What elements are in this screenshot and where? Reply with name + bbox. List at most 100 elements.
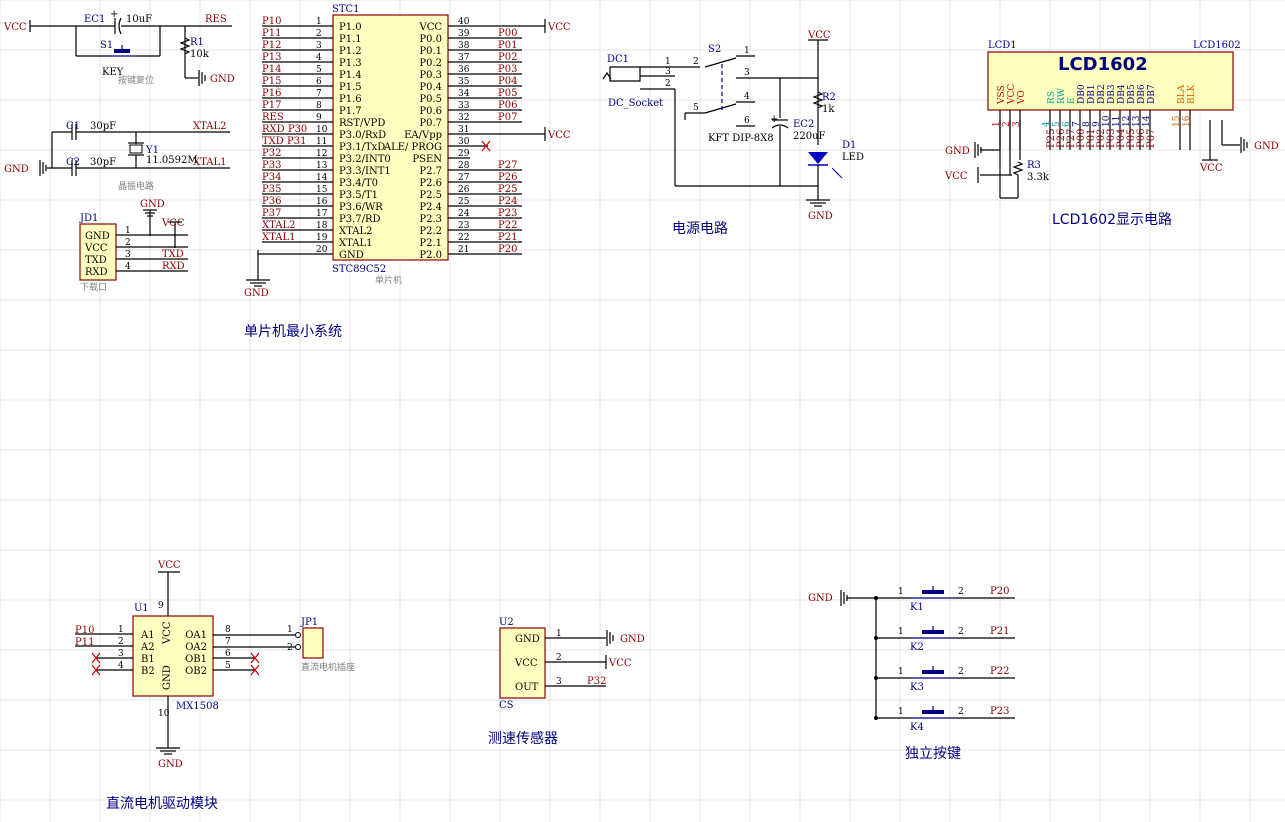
mcu-right-pin-name: VCC — [418, 22, 442, 33]
u2-pin-number: 3 — [556, 677, 562, 687]
mcu-right-net-label: P21 — [498, 232, 517, 243]
mcu-right-pin-number: 29 — [458, 149, 470, 159]
sensor-section-title: 测速传感器 — [488, 730, 558, 747]
lcd-model: LCD1602 — [1058, 54, 1148, 75]
s2-part: KFT DIP-8X8 — [708, 133, 774, 144]
mcu-left-pin-name: P1.4 — [339, 70, 362, 81]
mcu-right-pin-number: 22 — [458, 233, 469, 243]
power-vcc-label: VCC — [807, 30, 831, 41]
mcu-left-pin-name: P1.0 — [339, 22, 362, 33]
motor-gnd-pin: 10 — [158, 709, 170, 719]
y1-ref: Y1 — [145, 145, 159, 156]
mcu-left-pin-number: 13 — [316, 161, 328, 171]
u1-right-pin-number: 5 — [225, 661, 231, 671]
u1-gnd-pinname: GND — [162, 665, 173, 690]
mcu-right-vcc-label: VCC — [547, 130, 571, 141]
no-connect-mark — [250, 664, 260, 676]
mcu-right-pin-number: 38 — [458, 41, 470, 51]
mcu-right-pin-name: P0.7 — [419, 118, 442, 129]
mcu-right-net-label: P24 — [498, 196, 517, 207]
mcu-left-pin-name: P3.0/RxD — [339, 130, 386, 141]
svg-text:+: + — [770, 114, 778, 125]
mcu-left-pin-name: RST/VPD — [339, 118, 385, 129]
d1-ref: D1 — [842, 140, 856, 151]
lcd-net-label: P06 — [1136, 129, 1147, 148]
lcd-pin-number: 1 — [992, 121, 1002, 127]
lcd-net-label: P02 — [1096, 129, 1107, 148]
power-circuit: DC1 1 3 2 DC_Socket S2 2 1 3 4 5 6 KFT D… — [602, 30, 864, 237]
key-button-symbol[interactable] — [922, 710, 944, 714]
lcd-pin-number: 6 — [1062, 121, 1072, 127]
mcu-left-net-label: XTAL2 — [262, 220, 295, 231]
mcu-left-pin-number: 11 — [316, 137, 327, 147]
mcu-left-pin-number: 8 — [316, 101, 322, 111]
mcu-left-pin-name: P1.3 — [339, 58, 362, 69]
lcd-pin-name: DB3 — [1107, 84, 1117, 104]
key-button-symbol[interactable] — [922, 670, 944, 674]
u1-right-pin-name: OA2 — [185, 642, 207, 653]
mcu-left-net-label: TXD P31 — [262, 136, 306, 147]
mcu-left-net-label: P17 — [262, 100, 281, 111]
no-connect-mark — [250, 652, 260, 664]
lcd-net-label: P07 — [1146, 129, 1157, 148]
r1-ref: R1 — [190, 37, 204, 48]
lcd-pin-name: DB7 — [1147, 84, 1157, 104]
xtal2-net-label: XTAL2 — [193, 121, 226, 132]
key-button-symbol[interactable] — [922, 630, 944, 634]
u1-ref: U1 — [134, 603, 149, 614]
mcu-right-net-label: P01 — [498, 40, 517, 51]
lcd-net-label: P04 — [1116, 129, 1127, 148]
key-button-symbol[interactable] — [922, 590, 944, 594]
lcd-net-label: P01 — [1086, 129, 1097, 148]
lcd-pin-name: DB1 — [1087, 84, 1097, 104]
jp1-caption: 直流电机插座 — [301, 661, 355, 673]
lcd-pin-name: VCC — [1007, 84, 1017, 105]
mcu-left-net-label: P33 — [262, 160, 281, 171]
no-connect-mark — [481, 140, 491, 152]
mcu-body — [332, 14, 449, 261]
r3-value: 3.3k — [1027, 172, 1050, 183]
dc-socket-label: DC_Socket — [608, 98, 663, 109]
reset-vcc-label: VCC — [3, 22, 27, 33]
mcu-left-pin-name: P1.7 — [339, 106, 362, 117]
mcu-left-net-label: P15 — [262, 76, 281, 87]
lcd-pin-number: 7 — [1072, 121, 1082, 127]
mcu-left-pin-name: P1.2 — [339, 46, 362, 57]
mcu-left-net-label: P12 — [262, 40, 281, 51]
mcu-right-net-label: P02 — [498, 52, 517, 63]
lcd-net-label: P26 — [1056, 129, 1067, 148]
mcu-left-net-label: XTAL1 — [262, 232, 295, 243]
mcu-right-pin-number: 27 — [458, 173, 470, 183]
u1-right-pin-name: OB2 — [185, 666, 207, 677]
lcd-pin-name: VO — [1017, 90, 1027, 105]
lcd-pin-name: E — [1067, 97, 1077, 104]
u1-net-label: P10 — [75, 625, 94, 636]
lcd-pin-number: 15 — [1172, 115, 1182, 127]
mcu-left-pin-number: 5 — [316, 65, 322, 75]
mcu-caption: 单片机 — [375, 274, 402, 286]
mcu-left-pin-number: 20 — [316, 245, 328, 255]
lcd-vcc-label: VCC — [944, 171, 968, 182]
lcd-pin-name: BLK — [1187, 84, 1197, 104]
mcu-left-pin-number: 15 — [316, 185, 328, 195]
jd1-vcc-label: VCC — [161, 218, 185, 229]
key-pin-2: 2 — [958, 587, 964, 597]
lcd-pin-number: 2 — [1002, 121, 1012, 127]
reset-caption: 按键复位 — [118, 74, 154, 86]
mcu-left-pin-number: 7 — [316, 89, 322, 99]
download-caption: 下载口 — [80, 281, 107, 293]
crystal-gnd-label: GND — [4, 164, 29, 175]
s1-button-symbol — [114, 49, 130, 53]
key-pin-1: 1 — [898, 707, 904, 717]
power-gnd-label: GND — [808, 211, 833, 222]
key-pin-2: 2 — [958, 707, 964, 717]
crystal-y1-symbol — [129, 144, 143, 154]
mcu-right-pin-number: 33 — [458, 101, 470, 111]
ec1-ref: EC1 — [84, 14, 105, 25]
mcu-left-pin-name: P1.1 — [339, 34, 362, 45]
lcd-pin-number: 11 — [1112, 116, 1122, 127]
mcu-left-pin-name: P3.1/TxD — [339, 142, 385, 153]
